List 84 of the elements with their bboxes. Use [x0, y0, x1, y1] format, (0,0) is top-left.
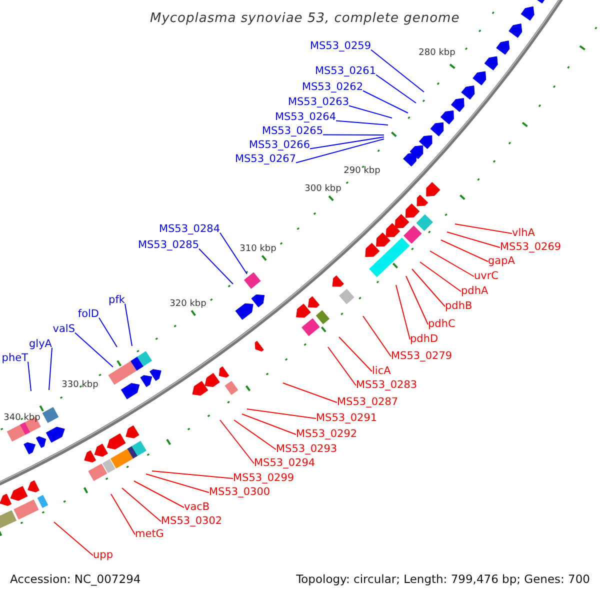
- gene-label: MS53_0291: [316, 412, 378, 425]
- gene-label: MS53_0266: [248, 139, 310, 152]
- leader-line: [234, 420, 276, 450]
- leader-line: [220, 232, 248, 274]
- gene-label: MS53_0279: [391, 350, 452, 363]
- leader-line: [370, 49, 424, 92]
- scale-label: 340 kbp: [4, 413, 40, 424]
- leader-line: [74, 332, 114, 368]
- gene-label: MS53_0302: [161, 515, 222, 528]
- gene-label: MS53_0300: [209, 486, 270, 499]
- gene-label: MS53_0264: [274, 111, 336, 124]
- gene-label: glyA: [29, 338, 52, 351]
- gene-label: vlhA: [512, 227, 535, 240]
- leader-line: [440, 240, 488, 262]
- gene-label: MS53_0284: [158, 223, 220, 236]
- gene-label: gapA: [488, 255, 515, 268]
- leader-line: [220, 420, 254, 464]
- leader-line: [198, 248, 234, 284]
- gene-label: folD: [78, 308, 99, 321]
- leader-line: [124, 303, 132, 346]
- leader-line: [146, 474, 210, 493]
- gene-label: upp: [93, 549, 113, 562]
- gene-label: MS53_0267: [234, 153, 296, 166]
- leader-line: [454, 224, 512, 234]
- gene-label: MS53_0265: [262, 125, 323, 138]
- gene-label: pdhA: [461, 285, 488, 298]
- leader-line: [282, 382, 338, 403]
- leader-line: [376, 74, 416, 104]
- gene-label: pdhD: [410, 333, 438, 346]
- leader-line: [242, 414, 296, 435]
- gene-label: MS53_0262: [302, 81, 363, 94]
- genome-summary-text: Topology: circular; Length: 799,476 bp; Genes: 700: [296, 572, 590, 587]
- leader-line: [362, 90, 408, 114]
- leader-line: [412, 268, 446, 307]
- gene-label: pdhB: [445, 300, 472, 313]
- leader-line: [420, 262, 462, 292]
- leader-line: [430, 250, 474, 277]
- diagram-title: Mycoplasma synoviae 53, complete genome: [150, 10, 460, 28]
- gene-label: licA: [372, 365, 391, 378]
- leader-line: [246, 408, 316, 419]
- gene-label: MS53_0294: [254, 457, 316, 470]
- leader-line: [98, 317, 118, 348]
- gene-label: uvrC: [474, 270, 499, 283]
- gene-label: metG: [135, 528, 164, 541]
- leader-line: [406, 276, 428, 325]
- gene-label: pfk: [108, 294, 125, 307]
- gene-label: MS53_0283: [356, 379, 418, 392]
- gene-label: MS53_0261: [314, 65, 376, 78]
- leader-line: [134, 480, 184, 508]
- gene-label: pheT: [2, 352, 28, 365]
- leader-line: [396, 284, 410, 340]
- scale-label: 330 kbp: [62, 380, 98, 391]
- scale-label: 300 kbp: [304, 184, 342, 195]
- scale-label: 320 kbp: [170, 299, 206, 310]
- gene-label: valS: [52, 323, 75, 336]
- gene-label: MS53_0263: [288, 96, 349, 109]
- leader-line: [54, 522, 94, 556]
- scale-label: 280 kbp: [418, 48, 456, 59]
- leader-line: [122, 488, 162, 522]
- gene-label: MS53_0293: [276, 443, 338, 456]
- gene-label: MS53_0285: [138, 239, 199, 252]
- leader-line: [348, 105, 392, 118]
- leader-line: [362, 316, 392, 357]
- gene-label: pdhC: [428, 318, 456, 331]
- leader-line: [310, 136, 384, 150]
- gene-label: MS53_0269: [500, 241, 562, 254]
- leader-line: [322, 134, 384, 136]
- gene-label: vacB: [184, 501, 210, 514]
- gene-label: MS53_0287: [337, 396, 398, 409]
- scale-label: 290 kbp: [344, 166, 380, 177]
- leader-line: [296, 138, 384, 164]
- leader-line: [336, 120, 388, 126]
- gene-label: MS53_0292: [296, 428, 358, 441]
- scale-label: 310 kbp: [240, 244, 276, 255]
- accession-text: Accession: NC_007294: [10, 572, 141, 587]
- gene-label: MS53_0299: [233, 472, 294, 485]
- leader-line: [48, 347, 52, 390]
- leader-line: [152, 470, 234, 479]
- leader-line: [28, 361, 32, 392]
- leader-line: [446, 232, 500, 248]
- leader-line: [338, 336, 372, 372]
- leader-line: [328, 346, 356, 386]
- leader-line: [110, 494, 136, 535]
- gene-label: MS53_0259: [310, 40, 371, 53]
